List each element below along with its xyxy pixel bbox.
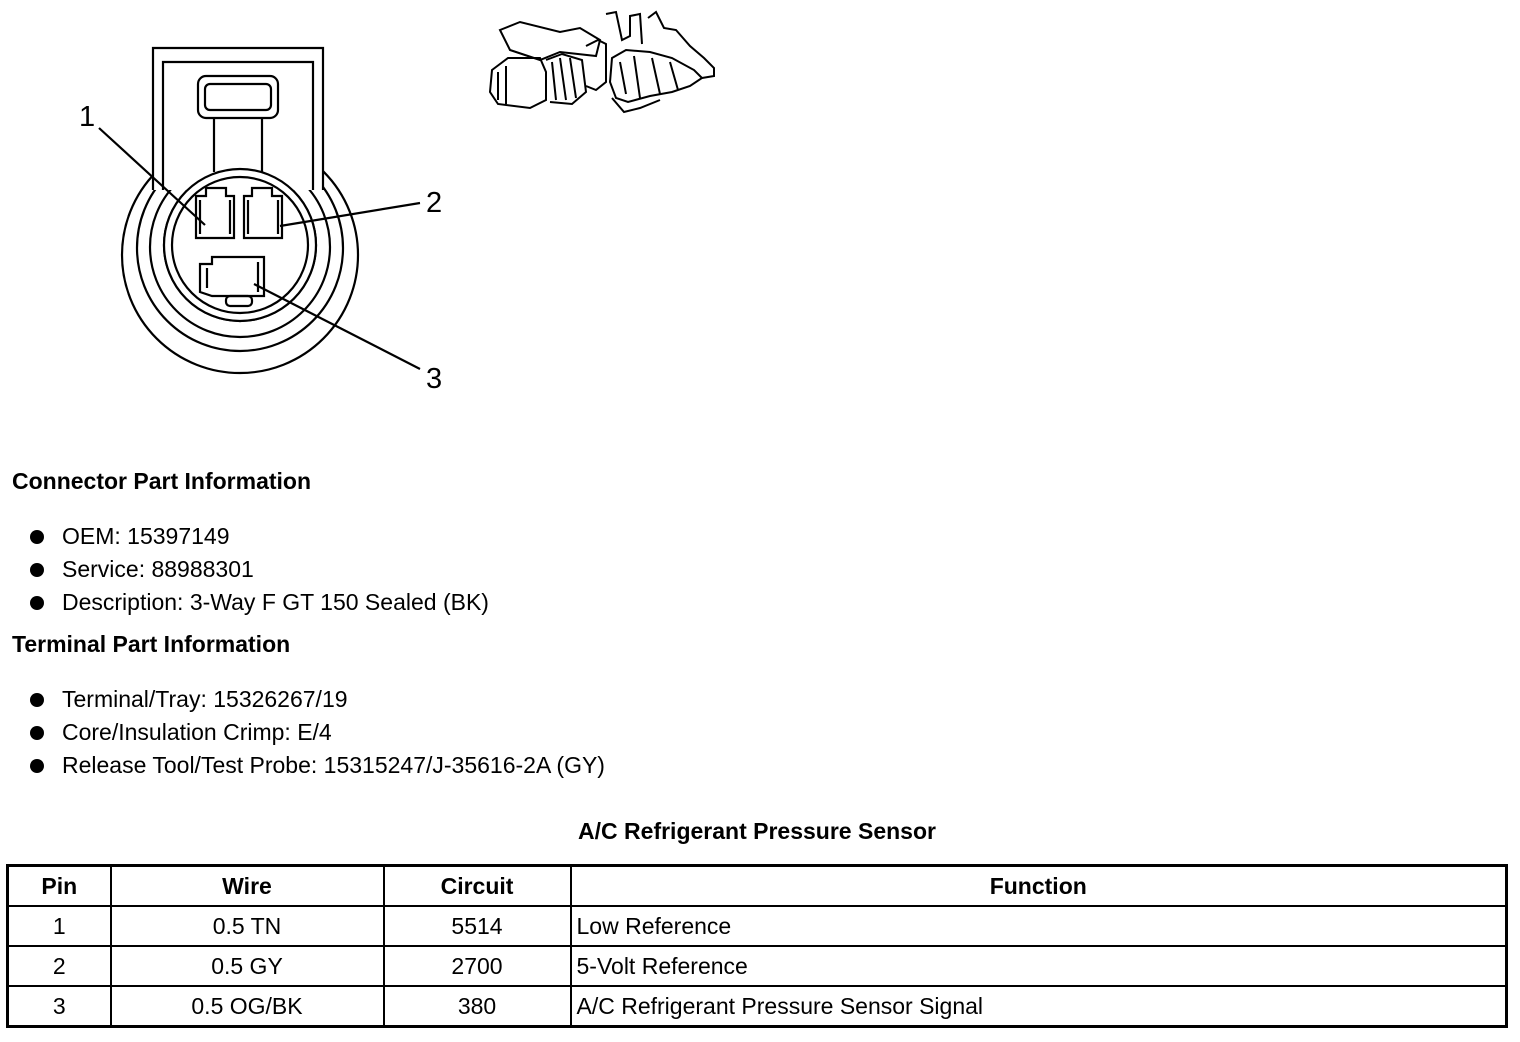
- list-item: Description: 3-Way F GT 150 Sealed (BK): [30, 586, 489, 619]
- circuit-cell: 380: [382, 985, 572, 1028]
- wire-cell: 0.5 OG/BK: [109, 985, 385, 1028]
- function-cell: Low Reference: [569, 905, 1508, 947]
- leader-line-1: [98, 127, 206, 226]
- pin-callout-2: 2: [426, 187, 442, 219]
- function-cell: 5-Volt Reference: [569, 945, 1508, 987]
- leader-line-2: [279, 201, 421, 228]
- connector-oem: OEM: 15397149: [62, 523, 230, 549]
- connector-description: Description: 3-Way F GT 150 Sealed (BK): [62, 589, 489, 615]
- bullet-icon: [30, 693, 44, 707]
- cavity-3: [198, 255, 266, 298]
- pin-cell: 3: [6, 985, 112, 1028]
- header-wire: Wire: [109, 864, 385, 907]
- cavity-1: [194, 186, 236, 240]
- pin-callout-3: 3: [426, 363, 442, 395]
- header-circuit: Circuit: [382, 864, 572, 907]
- terminal-illustration: [488, 10, 715, 114]
- table-row: 3 0.5 OG/BK 380 A/C Refrigerant Pressure…: [6, 985, 1508, 1028]
- bullet-icon: [30, 596, 44, 610]
- pin-callout-1: 1: [79, 101, 95, 133]
- table-row: 2 0.5 GY 2700 5-Volt Reference: [6, 945, 1508, 987]
- list-item: Release Tool/Test Probe: 15315247/J-3561…: [30, 749, 605, 782]
- table-caption: A/C Refrigerant Pressure Sensor: [578, 818, 936, 844]
- release-tool: Release Tool/Test Probe: 15315247/J-3561…: [62, 752, 605, 778]
- circuit-cell: 2700: [382, 945, 572, 987]
- table-header-row: Pin Wire Circuit Function: [6, 864, 1508, 907]
- list-item: Terminal/Tray: 15326267/19: [30, 683, 605, 716]
- wire-cell: 0.5 TN: [109, 905, 385, 947]
- terminal-info-heading: Terminal Part Information: [12, 631, 291, 657]
- pin-cell: 2: [6, 945, 112, 987]
- list-item: Core/Insulation Crimp: E/4: [30, 716, 605, 749]
- bullet-icon: [30, 563, 44, 577]
- bullet-icon: [30, 530, 44, 544]
- connector-service: Service: 88988301: [62, 556, 254, 582]
- circuit-cell: 5514: [382, 905, 572, 947]
- core-insulation-crimp: Core/Insulation Crimp: E/4: [62, 719, 332, 745]
- leader-line-3: [253, 283, 421, 370]
- function-cell: A/C Refrigerant Pressure Sensor Signal: [569, 985, 1508, 1028]
- header-pin: Pin: [6, 864, 112, 907]
- pin-table: Pin Wire Circuit Function 1 0.5 TN 5514 …: [6, 864, 1508, 1028]
- terminal-info-list: Terminal/Tray: 15326267/19 Core/Insulati…: [30, 683, 605, 782]
- lock-tab: [196, 74, 280, 120]
- list-item: Service: 88988301: [30, 553, 489, 586]
- bullet-icon: [30, 726, 44, 740]
- cavity-2: [242, 186, 284, 240]
- connector-info-heading: Connector Part Information: [12, 468, 312, 494]
- connector-info-list: OEM: 15397149 Service: 88988301 Descript…: [30, 520, 489, 619]
- connector-face-drawing: 1 2 3: [79, 46, 442, 395]
- key-notch: [224, 294, 254, 308]
- list-item: OEM: 15397149: [30, 520, 489, 553]
- bullet-icon: [30, 759, 44, 773]
- wire-cell: 0.5 GY: [109, 945, 385, 987]
- pin-cell: 1: [6, 905, 112, 947]
- table-row: 1 0.5 TN 5514 Low Reference: [6, 905, 1508, 947]
- terminal-tray: Terminal/Tray: 15326267/19: [62, 686, 348, 712]
- header-function: Function: [569, 864, 1508, 907]
